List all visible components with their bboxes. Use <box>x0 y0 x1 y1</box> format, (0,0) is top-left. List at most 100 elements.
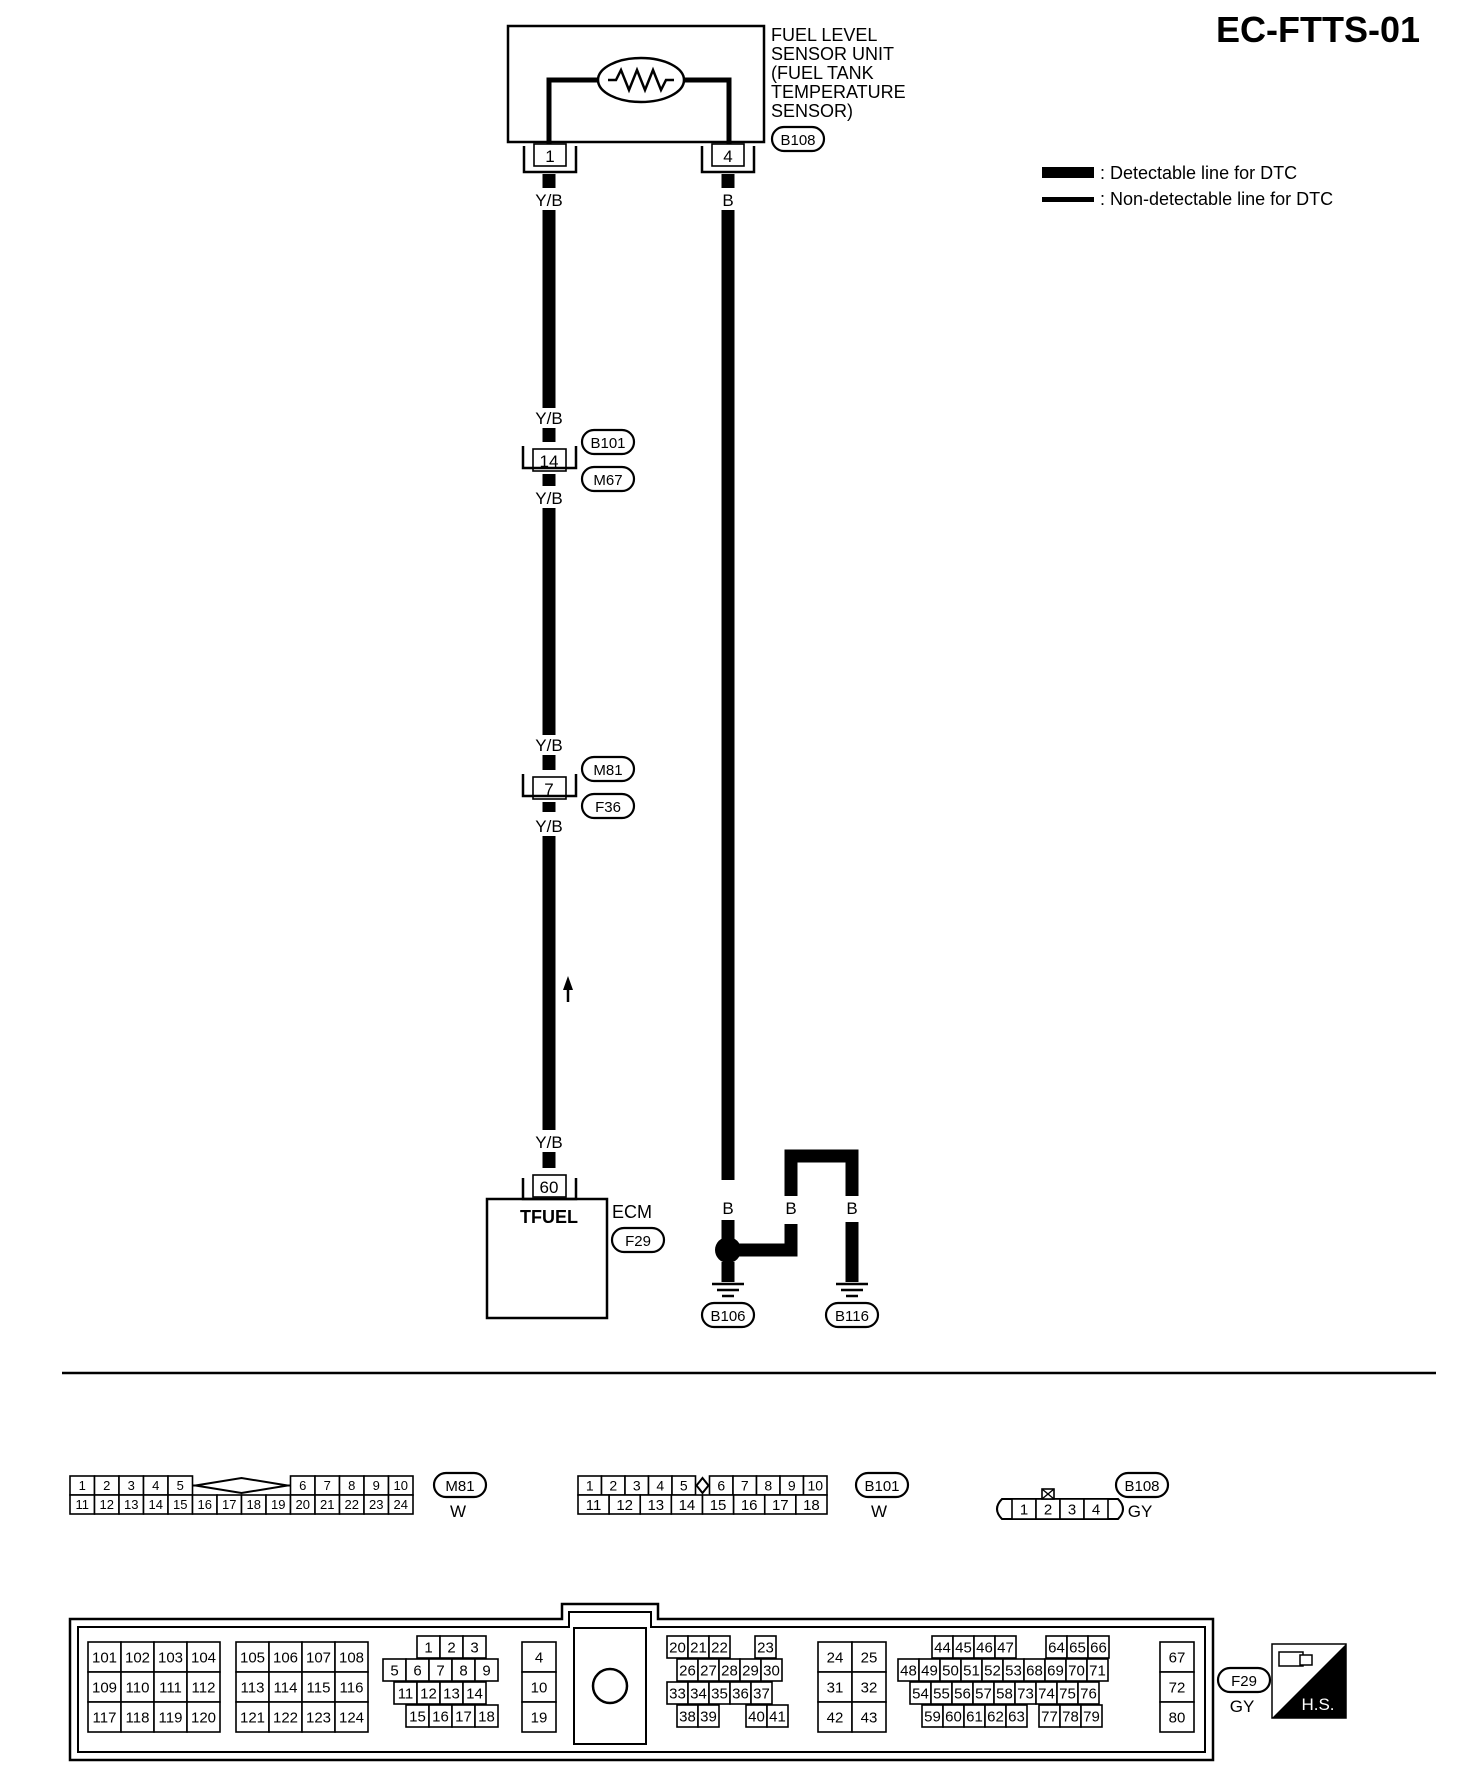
connector-cavity: 3 <box>118 1475 145 1496</box>
svg-text:32: 32 <box>861 1679 878 1696</box>
connector-cavity: 71 <box>1086 1658 1109 1682</box>
connector-cavity: 4 <box>1083 1498 1109 1520</box>
connector-cavity: 121 <box>235 1701 270 1733</box>
svg-text:11: 11 <box>398 1685 414 1702</box>
connector-cavity: 5 <box>167 1475 194 1496</box>
svg-text:7: 7 <box>544 780 553 799</box>
svg-text:59: 59 <box>924 1708 941 1725</box>
svg-text:B: B <box>785 1199 796 1218</box>
svg-text:49: 49 <box>921 1662 938 1679</box>
connector-cavity: 2 <box>439 1635 464 1659</box>
connector-cavity: 19 <box>521 1701 557 1733</box>
svg-text:76: 76 <box>1080 1685 1097 1702</box>
ground-icon <box>836 1282 868 1298</box>
svg-text:22: 22 <box>345 1497 359 1512</box>
svg-text:50: 50 <box>942 1662 959 1679</box>
connector-cavity: 7 <box>428 1658 453 1682</box>
svg-text:5: 5 <box>680 1478 688 1494</box>
svg-text:21: 21 <box>690 1639 707 1656</box>
svg-text:102: 102 <box>125 1649 150 1666</box>
connector-cavity: 116 <box>334 1671 369 1703</box>
connector-cavity: 69 <box>1044 1658 1067 1682</box>
svg-text:107: 107 <box>306 1649 331 1666</box>
connector-cavity: 59 <box>921 1704 944 1728</box>
connector-cavity: 10 <box>802 1475 828 1496</box>
connector-cavity: 120 <box>186 1701 221 1733</box>
svg-text:4: 4 <box>656 1478 664 1494</box>
connector-cavity: 23 <box>363 1494 390 1515</box>
connector-cavity: 38 <box>676 1704 699 1728</box>
connector-cavity: 76 <box>1077 1681 1100 1705</box>
svg-text:FUEL LEVEL: FUEL LEVEL <box>771 25 877 45</box>
svg-text:B108: B108 <box>780 132 815 149</box>
connector-color: GY <box>1230 1697 1255 1716</box>
connector-cavity: 46 <box>973 1635 996 1659</box>
connector-cavity: 67 <box>1159 1641 1195 1673</box>
sensor-pin-4: 4 <box>700 143 756 174</box>
connector-cavity: 51 <box>960 1658 983 1682</box>
svg-text:15: 15 <box>173 1497 187 1512</box>
svg-text:10: 10 <box>807 1478 823 1494</box>
connector-cavity: 4 <box>647 1475 673 1496</box>
connector-cavity: 22 <box>708 1635 731 1659</box>
connector-cavity: 78 <box>1059 1704 1082 1728</box>
svg-text:9: 9 <box>788 1478 796 1494</box>
svg-text:80: 80 <box>1169 1709 1186 1726</box>
svg-text:54: 54 <box>912 1685 929 1702</box>
svg-text:120: 120 <box>191 1709 216 1726</box>
svg-text:8: 8 <box>348 1478 355 1493</box>
connector-cavity: 119 <box>153 1701 188 1733</box>
svg-text:12: 12 <box>420 1685 437 1702</box>
svg-text:46: 46 <box>976 1639 993 1656</box>
svg-text:8: 8 <box>459 1662 467 1679</box>
connector-cavity: 49 <box>918 1658 941 1682</box>
svg-text:23: 23 <box>757 1639 774 1656</box>
svg-text:F36: F36 <box>595 799 621 816</box>
connector-cavity: 80 <box>1159 1701 1195 1733</box>
svg-text:6: 6 <box>717 1478 725 1494</box>
connector-cavity: 39 <box>697 1704 720 1728</box>
svg-text:11: 11 <box>586 1497 602 1514</box>
svg-text:2: 2 <box>609 1478 617 1494</box>
connector-cavity: 12 <box>608 1494 642 1515</box>
svg-text:15: 15 <box>710 1497 727 1514</box>
connector-cavity: 2 <box>93 1475 120 1496</box>
svg-text:10: 10 <box>394 1478 408 1493</box>
connector-cavity: 2 <box>600 1475 626 1496</box>
connector-cavity: 1 <box>1011 1498 1037 1520</box>
svg-text:123: 123 <box>306 1709 331 1726</box>
connector-cavity: 19 <box>265 1494 292 1515</box>
svg-text:12: 12 <box>616 1497 633 1514</box>
connector-tag: B101 <box>854 1471 910 1499</box>
connector-cavity: 18 <box>240 1494 267 1515</box>
connector-cavity: 10 <box>387 1475 414 1496</box>
connector-cavity: 15 <box>167 1494 194 1515</box>
svg-text:15: 15 <box>409 1708 426 1725</box>
svg-text:Y/B: Y/B <box>535 409 562 428</box>
connector-cavity: 72 <box>1159 1671 1195 1703</box>
ecm-label: ECM <box>612 1202 652 1222</box>
svg-text:68: 68 <box>1026 1662 1043 1679</box>
connector-cavity: 3 <box>1059 1498 1085 1520</box>
svg-text:4: 4 <box>535 1649 543 1666</box>
svg-text:31: 31 <box>827 1679 844 1696</box>
connector-cavity: 11 <box>577 1494 610 1515</box>
svg-text:20: 20 <box>669 1639 686 1656</box>
connector-cavity: 107 <box>301 1641 336 1673</box>
svg-text:27: 27 <box>700 1662 717 1679</box>
connector-cavity: 114 <box>268 1671 303 1703</box>
connector-cavity: 5 <box>671 1475 697 1496</box>
svg-text:16: 16 <box>741 1497 758 1514</box>
connector-cavity: 6 <box>405 1658 430 1682</box>
arrow-up-icon <box>563 976 573 1002</box>
connector-color: W <box>450 1502 466 1521</box>
svg-text:26: 26 <box>679 1662 696 1679</box>
svg-text:18: 18 <box>247 1497 261 1512</box>
connector-tag-b108: B108 <box>770 125 826 153</box>
ground-icon <box>712 1282 744 1298</box>
svg-text:B101: B101 <box>864 1478 899 1495</box>
svg-text:61: 61 <box>966 1708 983 1725</box>
connector-tag: F29 <box>1216 1666 1272 1694</box>
